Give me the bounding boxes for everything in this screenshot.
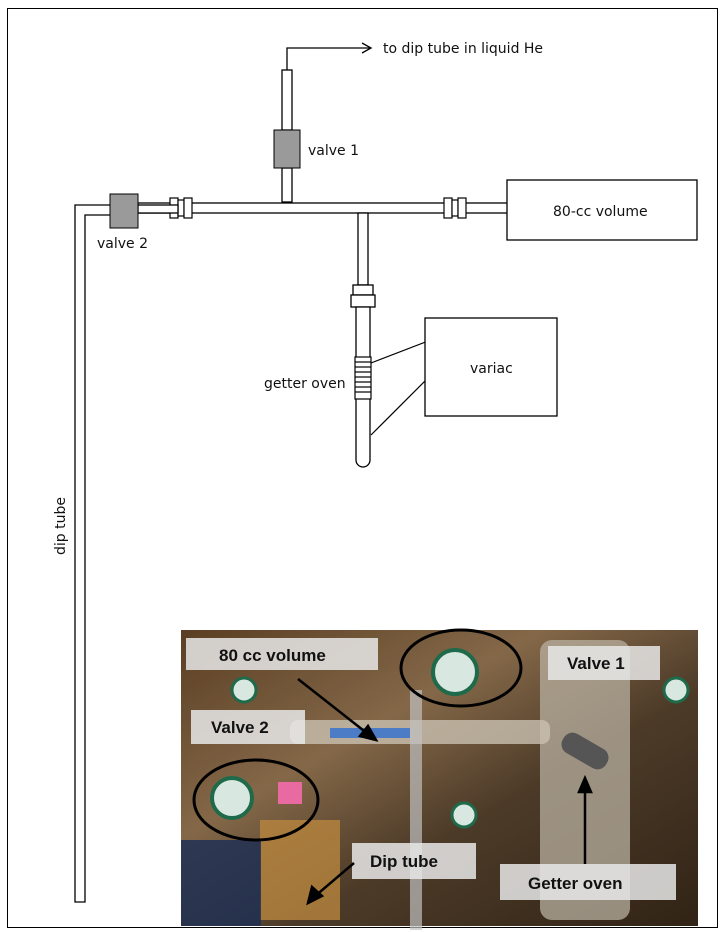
variac-box	[424, 317, 558, 417]
label-valve-2: valve 2	[97, 236, 148, 252]
apparatus-photo: 80 cc volume Valve 1 Valve 2 Dip tube Ge…	[181, 628, 698, 930]
label-variac: variac	[470, 361, 513, 377]
label-volume: 80-cc volume	[553, 204, 648, 220]
connector-right	[443, 197, 467, 219]
label-dip-tube: dip tube	[53, 497, 69, 555]
label-getter-oven: getter oven	[264, 376, 346, 392]
label-to-liquid-he: to dip tube in liquid He	[383, 41, 543, 57]
photo-label-getter: Getter oven	[528, 874, 622, 893]
volume-box	[506, 179, 698, 241]
top-arrow	[286, 42, 373, 70]
photo-label-dip-tube: Dip tube	[370, 852, 438, 871]
photo-label-valve2: Valve 2	[211, 718, 269, 737]
valve1-highlight	[399, 628, 523, 708]
getter-oven	[354, 356, 372, 400]
getter-pipe	[350, 212, 376, 468]
label-valve-1: valve 1	[308, 143, 359, 159]
photo-label-valve1: Valve 1	[567, 654, 625, 673]
dip-tube-pipe	[74, 204, 179, 903]
valve2-highlight	[192, 758, 320, 842]
valve-1	[273, 129, 301, 169]
photo-arrows	[297, 678, 593, 906]
photo-label-80cc: 80 cc volume	[219, 646, 326, 665]
valve-2	[109, 193, 139, 229]
